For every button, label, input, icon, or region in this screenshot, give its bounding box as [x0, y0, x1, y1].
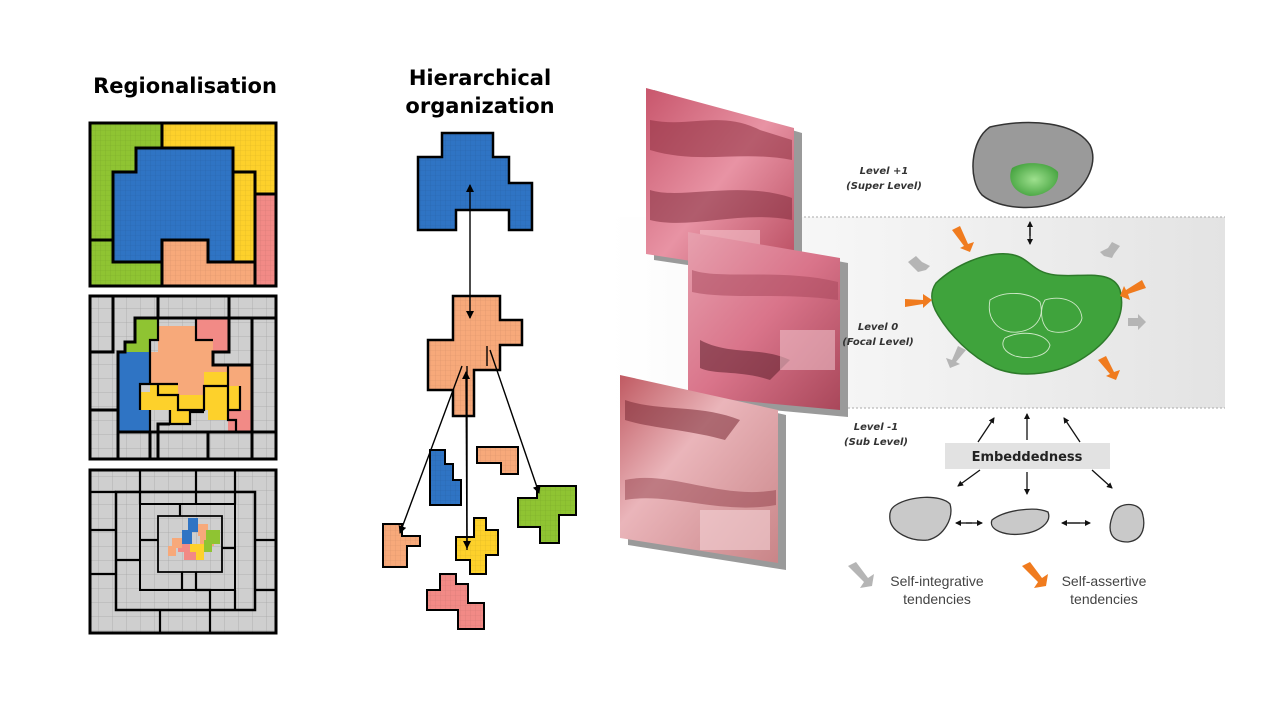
hierarchical-title-line2: organization [405, 94, 555, 118]
assertive-legend-icon [1022, 562, 1048, 588]
hierarchy-sub-peach-small [476, 446, 519, 475]
aerial-image-sub-level [620, 375, 786, 570]
integrative-legend-icon [848, 562, 874, 588]
embeddedness-arrows [955, 413, 1113, 526]
self-integrative-arrows [908, 242, 1146, 368]
legend: Self-integrative tendencies Self-asserti… [848, 562, 1147, 607]
focal-level-label: Level 0 [858, 322, 898, 333]
super-level-label: Level +1 [860, 166, 909, 177]
hierarchy-sub-pink [426, 573, 485, 630]
sub-level-blob-3 [1109, 503, 1145, 543]
embeddedness-label: Embeddedness [972, 450, 1083, 465]
focal-level-blob [931, 253, 1123, 375]
self-assertive-arrows [905, 226, 1146, 380]
hierarchy-top-blue-region [416, 131, 534, 232]
hierarchy-arrows [398, 184, 541, 551]
sub-level-sublabel: (Sub Level) [844, 437, 908, 448]
aerial-image-focal-level [688, 232, 848, 417]
sub-level-blob-2 [990, 508, 1050, 536]
sub-level-blobs [889, 496, 1145, 543]
focal-level-sublabel: (Focal Level) [842, 337, 914, 348]
hierarchy-middle-peach-region [426, 294, 524, 418]
regionalisation-panel-middle [88, 294, 278, 461]
integrative-legend-sublabel: tendencies [903, 591, 971, 607]
hierarchical-title-line1: Hierarchical [408, 66, 552, 90]
regionalisation-title: Regionalisation [93, 74, 277, 98]
hierarchy-sub-blue [429, 449, 462, 506]
hierarchical-organization-title: Hierarchical organization [395, 64, 565, 120]
super-level-sublabel: (Super Level) [846, 181, 922, 192]
integrative-legend-label: Self-integrative [890, 573, 984, 589]
regionalisation-panel-bottom [88, 468, 278, 635]
regionalisation-panel-top [88, 121, 278, 288]
sub-level-label: Level -1 [854, 422, 898, 433]
super-level-blob [972, 121, 1094, 209]
assertive-legend-sublabel: tendencies [1070, 591, 1138, 607]
embeddedness-box: Embeddedness [945, 443, 1110, 469]
assertive-legend-label: Self-assertive [1062, 573, 1147, 589]
sub-level-blob-1 [889, 496, 952, 541]
hierarchy-sub-green [517, 485, 577, 544]
hierarchy-sub-yellow [455, 517, 499, 575]
